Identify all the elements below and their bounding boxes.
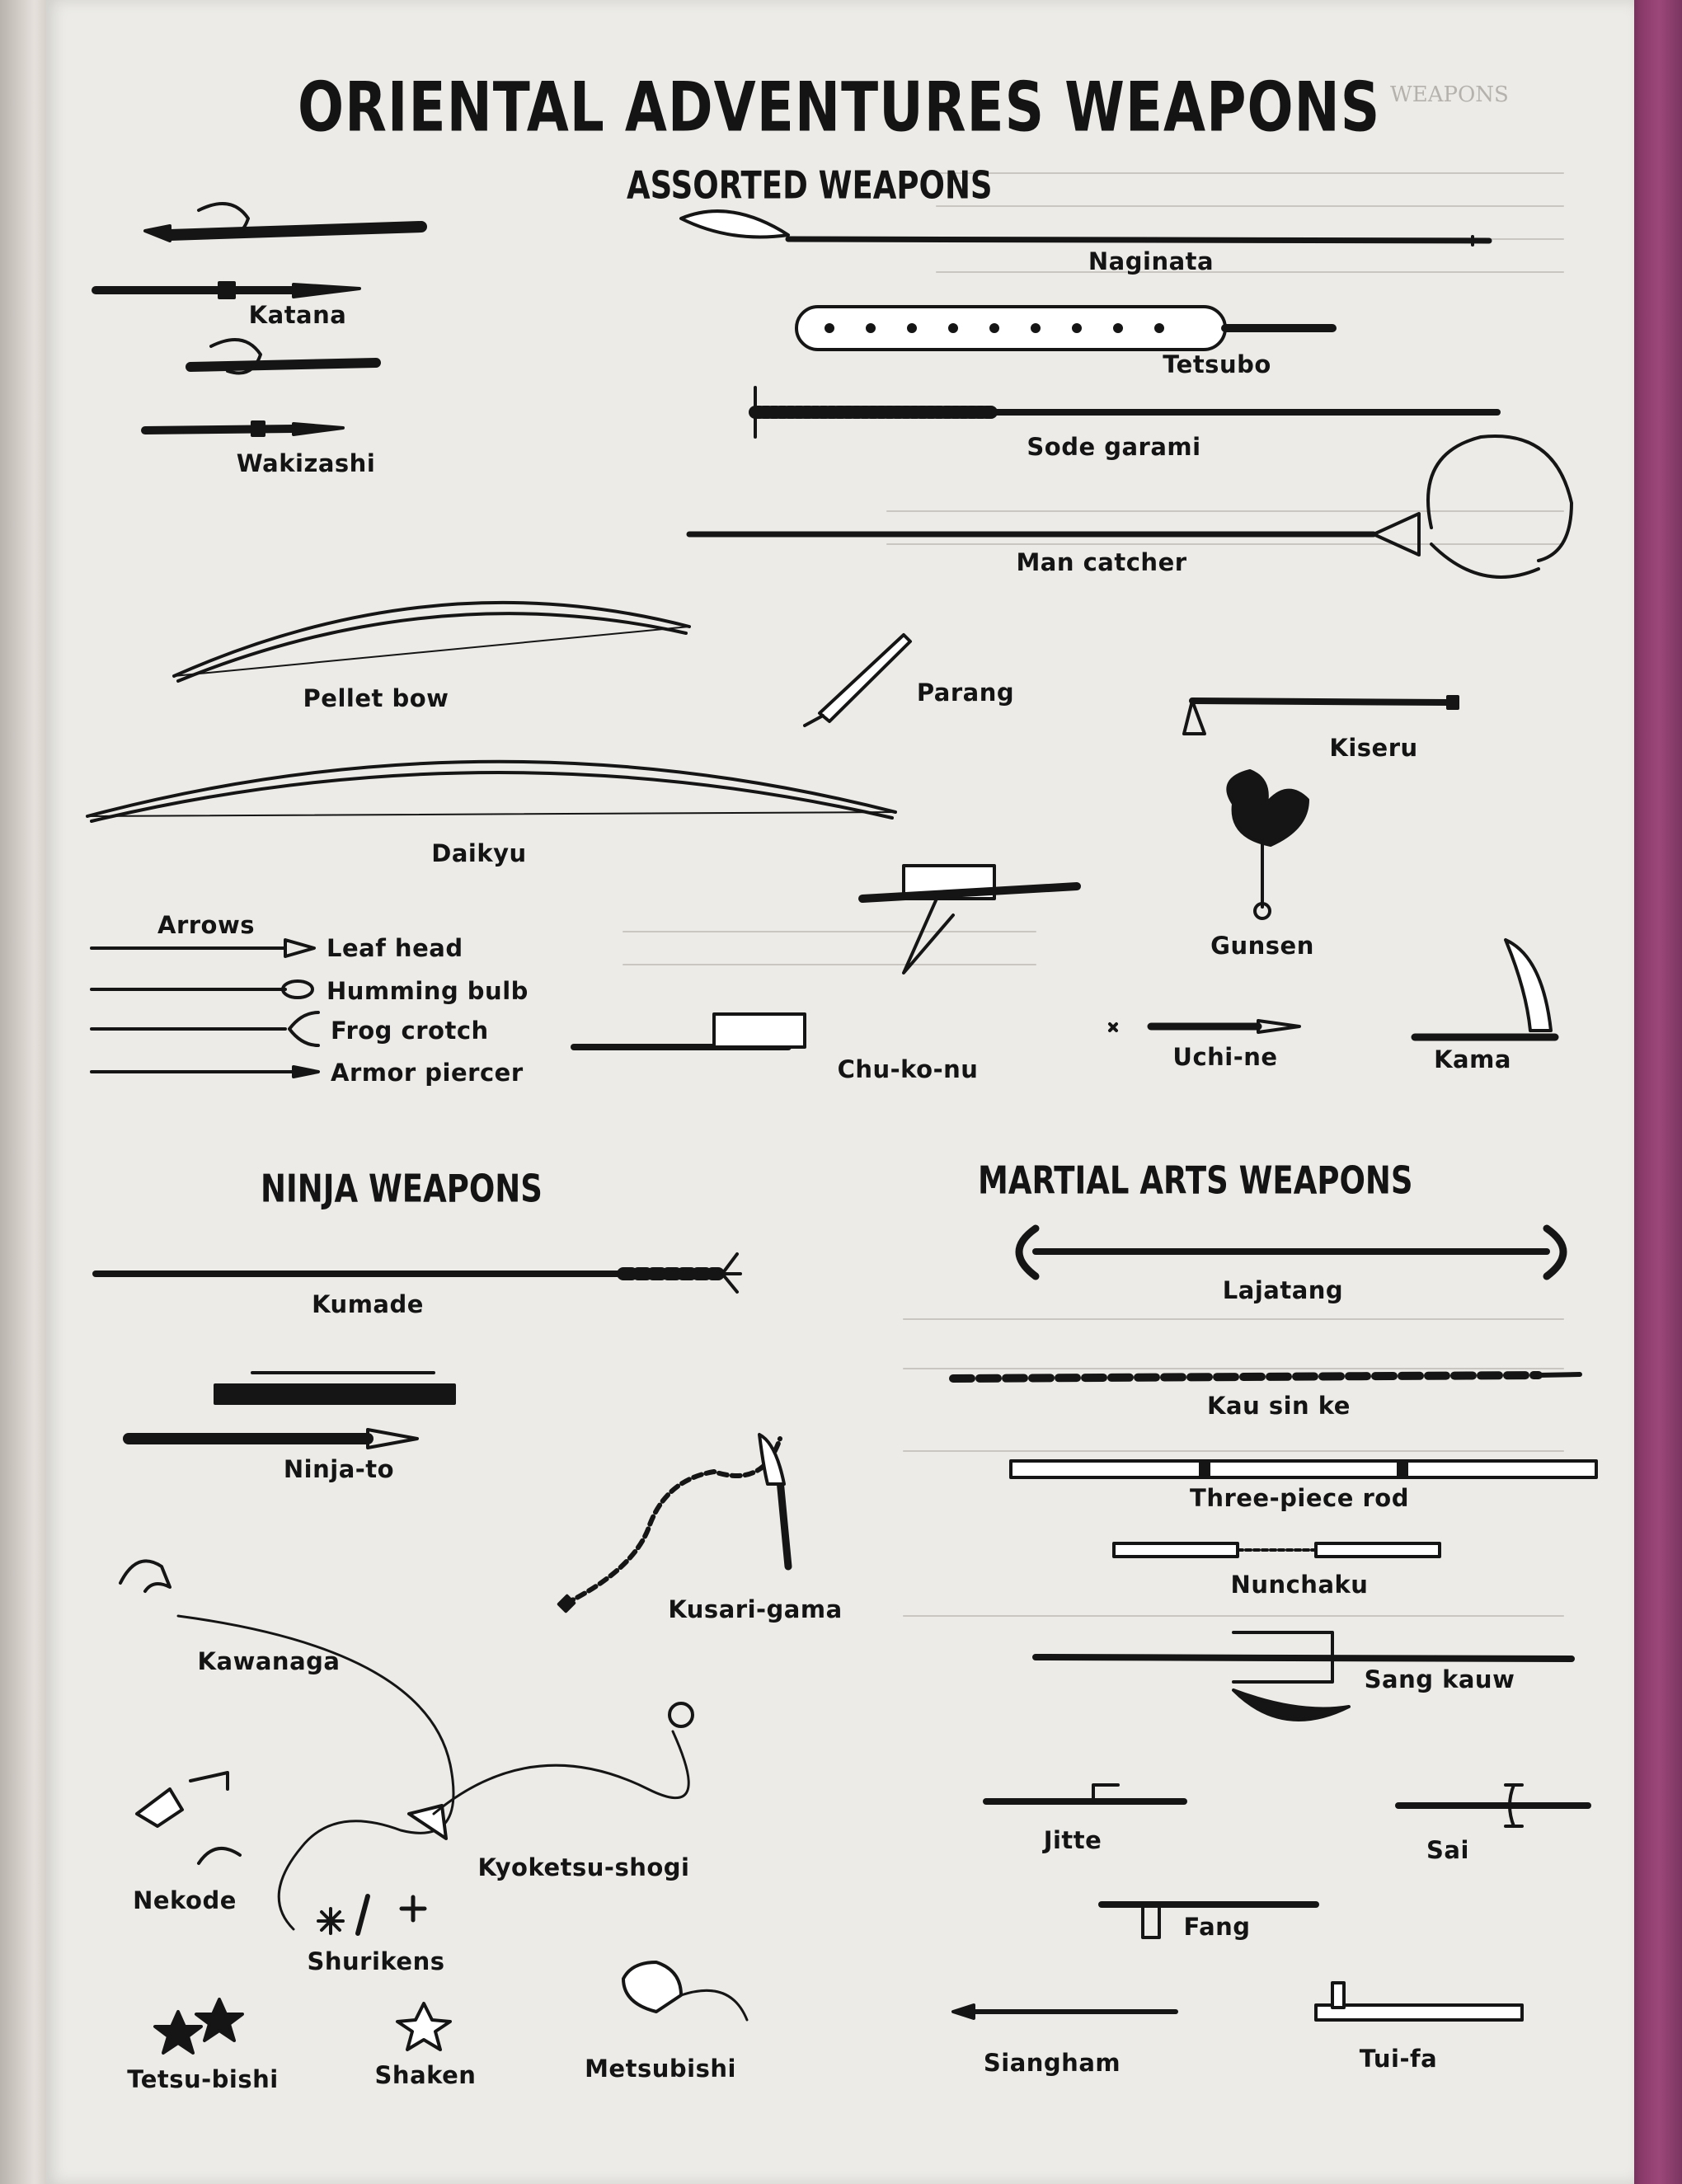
- label-shaken: Shaken: [374, 2061, 477, 2089]
- book-page: WEAPONS: [46, 0, 1634, 2184]
- naginata-illustration: [679, 209, 1492, 247]
- label-ninja-to: Ninja-to: [283, 1455, 395, 1483]
- label-pellet-bow: Pellet bow: [303, 684, 449, 712]
- label-uchi-ne: Uchi-ne: [1172, 1043, 1278, 1071]
- section-heading-assorted: ASSORTED WEAPONS: [627, 163, 993, 208]
- parang-illustration: [803, 633, 912, 727]
- label-kama: Kama: [1434, 1045, 1511, 1073]
- kyoketsu-shogi-illustration: [407, 1702, 694, 1840]
- kawanaga-illustration: [119, 1559, 455, 1931]
- nunchaku-illustration: [1112, 1542, 1441, 1558]
- label-arrow-armor-piercer: Armor piercer: [331, 1059, 524, 1087]
- label-man-catcher: Man catcher: [1016, 548, 1187, 576]
- label-arrow-humming-bulb: Humming bulb: [327, 977, 529, 1005]
- shurikens-illustration: [317, 1894, 427, 1936]
- label-arrow-leaf-head: Leaf head: [327, 934, 463, 962]
- label-daikyu: Daikyu: [431, 839, 527, 867]
- label-siangham: Siangham: [983, 2049, 1121, 2077]
- label-kau-sin-ke: Kau sin ke: [1207, 1392, 1351, 1420]
- arrows-illustration: [90, 938, 320, 1078]
- label-kumade: Kumade: [312, 1290, 424, 1318]
- kiseru-illustration: [1182, 695, 1459, 735]
- label-jitte: Jitte: [1043, 1826, 1102, 1854]
- label-gunsen: Gunsen: [1210, 932, 1314, 960]
- tui-fa-illustration: [1314, 1981, 1524, 2022]
- three-piece-rod-illustration: [1009, 1459, 1598, 1479]
- ghost-heading: WEAPONS: [1390, 82, 1509, 107]
- jitte-illustration: [983, 1783, 1187, 1805]
- shaken-illustration: [396, 2002, 452, 2051]
- label-fang: Fang: [1183, 1913, 1251, 1941]
- page-title: ORIENTAL ADVENTURES WEAPONS: [298, 68, 1381, 148]
- katana-illustration: [92, 202, 427, 299]
- label-katana: Katana: [248, 301, 347, 329]
- gunsen-illustration: [1226, 769, 1309, 920]
- section-heading-martial: MARTIAL ARTS WEAPONS: [978, 1158, 1413, 1203]
- bleed-through-text: [623, 172, 1564, 1617]
- label-tetsu-bishi: Tetsu-bishi: [127, 2065, 279, 2093]
- kama-illustration: [1411, 938, 1559, 1041]
- label-kawanaga: Kawanaga: [197, 1647, 341, 1675]
- label-tui-fa: Tui-fa: [1359, 2045, 1438, 2073]
- label-arrows: Arrows: [157, 911, 256, 939]
- ninja-to-illustration: [123, 1371, 456, 1449]
- label-sai: Sai: [1426, 1836, 1469, 1864]
- label-kusari-gama: Kusari-gama: [668, 1595, 843, 1623]
- label-nekode: Nekode: [133, 1886, 237, 1914]
- lajatang-illustration: [1015, 1224, 1567, 1280]
- label-naginata: Naginata: [1088, 247, 1215, 275]
- label-tetsubo: Tetsubo: [1163, 350, 1271, 378]
- label-lajatang: Lajatang: [1222, 1276, 1344, 1304]
- sode-garami-illustration: [749, 386, 1501, 439]
- metsubishi-illustration: [622, 1961, 749, 2022]
- sang-kauw-illustration: [1032, 1631, 1575, 1721]
- tetsubo-illustration: [795, 305, 1337, 351]
- kusari-gama-illustration: [557, 1433, 792, 1613]
- pellet-bow-illustration: [172, 600, 691, 683]
- label-chu-ko-nu: Chu-ko-nu: [837, 1055, 979, 1083]
- sai-illustration: [1395, 1783, 1591, 1828]
- chu-ko-nu-illustration: [571, 864, 1081, 1050]
- kumade-illustration: [92, 1252, 742, 1294]
- section-heading-ninja: NINJA WEAPONS: [261, 1167, 543, 1211]
- tetsu-bishi-illustration: [153, 1998, 244, 2055]
- label-parang: Parang: [916, 679, 1015, 707]
- wakizashi-illustration: [141, 338, 381, 437]
- label-arrow-frog-crotch: Frog crotch: [331, 1017, 489, 1045]
- label-kiseru: Kiseru: [1329, 734, 1418, 762]
- label-sode-garami: Sode garami: [1027, 433, 1201, 461]
- uchi-ne-illustration: [1108, 1019, 1301, 1034]
- siangham-illustration: [951, 2003, 1178, 2020]
- nekode-illustration: [135, 1771, 242, 1865]
- label-wakizashi: Wakizashi: [236, 449, 376, 477]
- man-catcher-illustration: [686, 434, 1573, 579]
- label-metsubishi: Metsubishi: [585, 2055, 736, 2083]
- fang-illustration: [1098, 1901, 1319, 1939]
- label-sang-kauw: Sang kauw: [1364, 1665, 1515, 1693]
- label-kyoketsu-shogi: Kyoketsu-shogi: [477, 1853, 690, 1881]
- daikyu-illustration: [86, 759, 897, 823]
- label-nunchaku: Nunchaku: [1230, 1571, 1369, 1599]
- label-three-piece-rod: Three-piece rod: [1190, 1484, 1409, 1512]
- kau-sin-ke-illustration: [949, 1371, 1582, 1383]
- book-binding: [0, 0, 49, 2184]
- label-shurikens: Shurikens: [307, 1947, 445, 1975]
- weapon-illustrations: [86, 172, 1598, 2055]
